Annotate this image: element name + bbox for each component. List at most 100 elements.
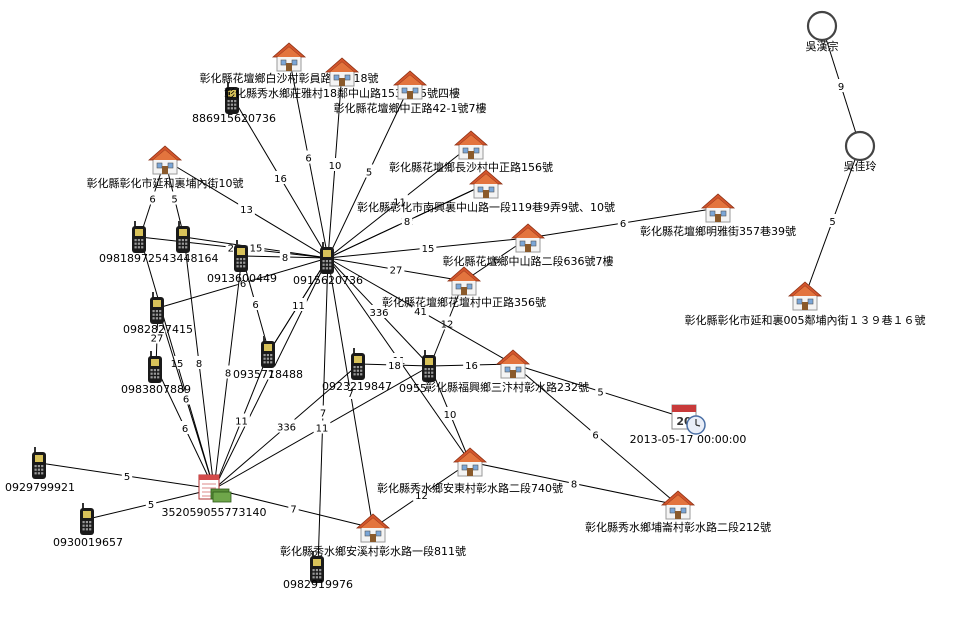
node-h_andong[interactable]: 彰化縣秀水鄉安東村彰水路二段740號 <box>377 447 563 495</box>
edge-p_0913-hub_phone[interactable]: 8 <box>241 250 329 264</box>
edge-label: 27 <box>390 266 403 277</box>
mobile-phone-icon <box>132 221 146 253</box>
node-h_yanhe[interactable]: 彰化縣彰化市延和裏埔內街10號 <box>87 145 244 190</box>
edge-hub_phone-p_0935[interactable]: 11 <box>268 257 329 353</box>
edge-p_0913-imei[interactable]: 8 <box>213 255 243 490</box>
edge-label: 12 <box>415 491 428 502</box>
edge-p_0982827-hub_phone[interactable]: 6 <box>157 257 329 309</box>
node-label: 彰化縣花壇鄉中山路二段636號7樓 <box>443 254 614 268</box>
edge-p_0955-h_andong[interactable]: 10 <box>429 365 471 463</box>
node-p_0981[interactable]: 0981897254 <box>99 221 169 265</box>
node-p_0983[interactable]: 0983807889 <box>121 351 191 396</box>
edge-person_1-person_2[interactable]: 9 <box>821 25 861 147</box>
node-label: 彰化縣彰化市延和裏005鄰埔內街１３９巷１６號 <box>685 313 926 327</box>
node-h_zhongshan2[interactable]: 彰化縣花壇鄉中山路二段636號7樓 <box>443 223 614 268</box>
node-p_0982919[interactable]: 0982919976 <box>283 551 353 591</box>
edge-hub_phone-h_anxi[interactable]: 7 <box>327 257 374 529</box>
edge-label: 18 <box>388 361 401 372</box>
edge-h_zhuangya-hub_phone[interactable]: 10 <box>326 71 344 259</box>
edge-h_zhongzheng-hub_phone[interactable]: 5 <box>327 84 411 259</box>
node-p_0982827[interactable]: 0982827415 <box>123 292 193 336</box>
edge-hub_phone-h_sanxing[interactable]: 41 <box>327 257 514 365</box>
edge-h_changsha-hub_phone[interactable]: 11 <box>327 144 472 259</box>
node-h_mingya[interactable]: 彰化縣花壇鄉明雅街357巷39號 <box>640 193 796 238</box>
edge-p_0981-imei[interactable]: 15 <box>139 236 215 490</box>
person-circle-icon <box>806 10 838 42</box>
node-label: 0915620736 <box>293 274 363 287</box>
mobile-phone-icon <box>225 82 239 114</box>
edge-p_3448-imei[interactable]: 8 <box>183 236 215 490</box>
edge-p_0923-p_0955[interactable]: 18 <box>358 358 431 372</box>
node-p_0923[interactable]: 0923219847 <box>322 348 392 393</box>
edge-p_0930-imei[interactable]: 5 <box>87 488 215 520</box>
edge-h_sanxing-h_puqi[interactable]: 6 <box>512 363 679 506</box>
edge-person_2-h_yanhe139[interactable]: 5 <box>804 145 861 297</box>
node-person_2[interactable]: 吳佳玲 <box>844 130 877 173</box>
edge-label: 8 <box>404 217 410 228</box>
edge-p_0923-imei[interactable]: 336 <box>213 363 360 490</box>
node-p_0955[interactable]: 0955 <box>399 350 436 395</box>
node-label: 吳佳玲 <box>844 159 877 173</box>
node-imei[interactable]: 352059055773140 <box>162 474 267 519</box>
edge-h_anxi-imei[interactable]: 7 <box>213 488 374 529</box>
edge-hub_phone-imei[interactable]: 7 <box>213 257 329 490</box>
house-icon <box>468 169 504 199</box>
edge-label: 5 <box>148 500 154 511</box>
node-label: 彰化縣秀水鄉安溪村彰水路一段811號 <box>280 544 466 558</box>
mobile-phone-icon <box>32 447 46 479</box>
node-h_puqi[interactable]: 彰化縣秀水鄉埔崙村彰水路二段212號 <box>585 490 771 534</box>
edge-h_nanxing-hub_phone[interactable]: 8 <box>327 183 487 259</box>
node-h_huatan[interactable]: 彰化縣花壇鄉花壇村中正路356號 <box>382 266 546 309</box>
edge-h_baisha-hub_phone[interactable]: 6 <box>288 56 329 259</box>
node-p_0929[interactable]: 0929799921 <box>5 447 75 494</box>
edge-p_0929-imei[interactable]: 5 <box>39 462 215 490</box>
house-icon <box>660 490 696 520</box>
edge-h_andong-h_anxi[interactable]: 12 <box>372 461 471 529</box>
edge-p_886-hub_phone[interactable]: 16 <box>232 97 329 259</box>
person-circle-icon <box>844 130 876 162</box>
mobile-phone-icon <box>148 351 162 383</box>
node-h_yanhe139[interactable]: 彰化縣彰化市延和裏005鄰埔內街１３９巷１６號 <box>685 281 926 327</box>
edge-label: 6 <box>240 279 246 290</box>
node-h_nanxing[interactable]: 彰化縣彰化市南興裏中山路一段119巷9弄9號、10號 <box>357 169 615 214</box>
house-icon <box>355 513 391 543</box>
edge-p_0982827-imei[interactable]: 6 <box>157 307 215 490</box>
node-h_zhongzheng[interactable]: 彰化縣花壇鄉中正路42-1號7樓 <box>334 70 487 115</box>
mobile-phone-icon <box>351 348 365 380</box>
edge-label: 10 <box>329 161 342 172</box>
edge-p_0955-imei[interactable]: 11 <box>213 365 431 490</box>
edge-h_huatan-hub_phone[interactable]: 27 <box>327 257 465 282</box>
node-p_0913[interactable]: 0913600449 <box>207 240 277 285</box>
node-p_886[interactable]: 886915620736 <box>192 82 276 125</box>
edge-p_3448-hub_phone[interactable]: 15 <box>183 236 329 259</box>
edge-h_sanxing-date[interactable]: 5 <box>512 363 689 420</box>
edge-p_0935-imei[interactable]: 11 <box>213 351 270 490</box>
node-h_anxi[interactable]: 彰化縣秀水鄉安溪村彰水路一段811號 <box>280 513 466 558</box>
node-p_3448[interactable]: 3448164 <box>170 221 219 265</box>
edge-label: 5 <box>124 472 130 483</box>
node-label: 3448164 <box>170 252 219 265</box>
node-p_0935[interactable]: 0935718488 <box>233 336 303 381</box>
edge-h_andong-h_puqi[interactable]: 8 <box>469 461 679 506</box>
edge-label: 5 <box>366 168 372 179</box>
node-p_0930[interactable]: 0930019657 <box>53 503 123 549</box>
edge-h_zhongshan2-hub_phone[interactable]: 15 <box>327 237 529 259</box>
node-h_changsha[interactable]: 彰化縣花壇鄉長沙村中正路156號 <box>389 130 553 174</box>
node-person_1[interactable]: 吳漢宗 <box>806 10 839 53</box>
node-h_sanxing[interactable]: 彰化縣福興鄉三汴村彰水路232號 <box>425 349 589 394</box>
house-icon <box>495 349 531 379</box>
edge-h_yanhe-hub_phone[interactable]: 13 <box>164 159 329 259</box>
edge-p_0983-imei[interactable]: 6 <box>155 366 215 490</box>
edge-label: 6 <box>252 300 258 311</box>
edge-hub_phone-p_0982919[interactable]: 7 <box>317 257 329 568</box>
node-hub_phone[interactable]: 0915620736 <box>293 242 363 287</box>
edge-hub_phone-p_0955[interactable]: 336 <box>327 257 431 367</box>
node-label: 彰化縣彰化市延和裏埔內街10號 <box>87 176 244 190</box>
node-label: 彰化縣秀水鄉安東村彰水路二段740號 <box>377 481 563 495</box>
edge-h_zhongshan2-h_mingya[interactable]: 6 <box>527 207 719 239</box>
house-icon <box>147 145 183 175</box>
node-label: 0982919976 <box>283 578 353 591</box>
